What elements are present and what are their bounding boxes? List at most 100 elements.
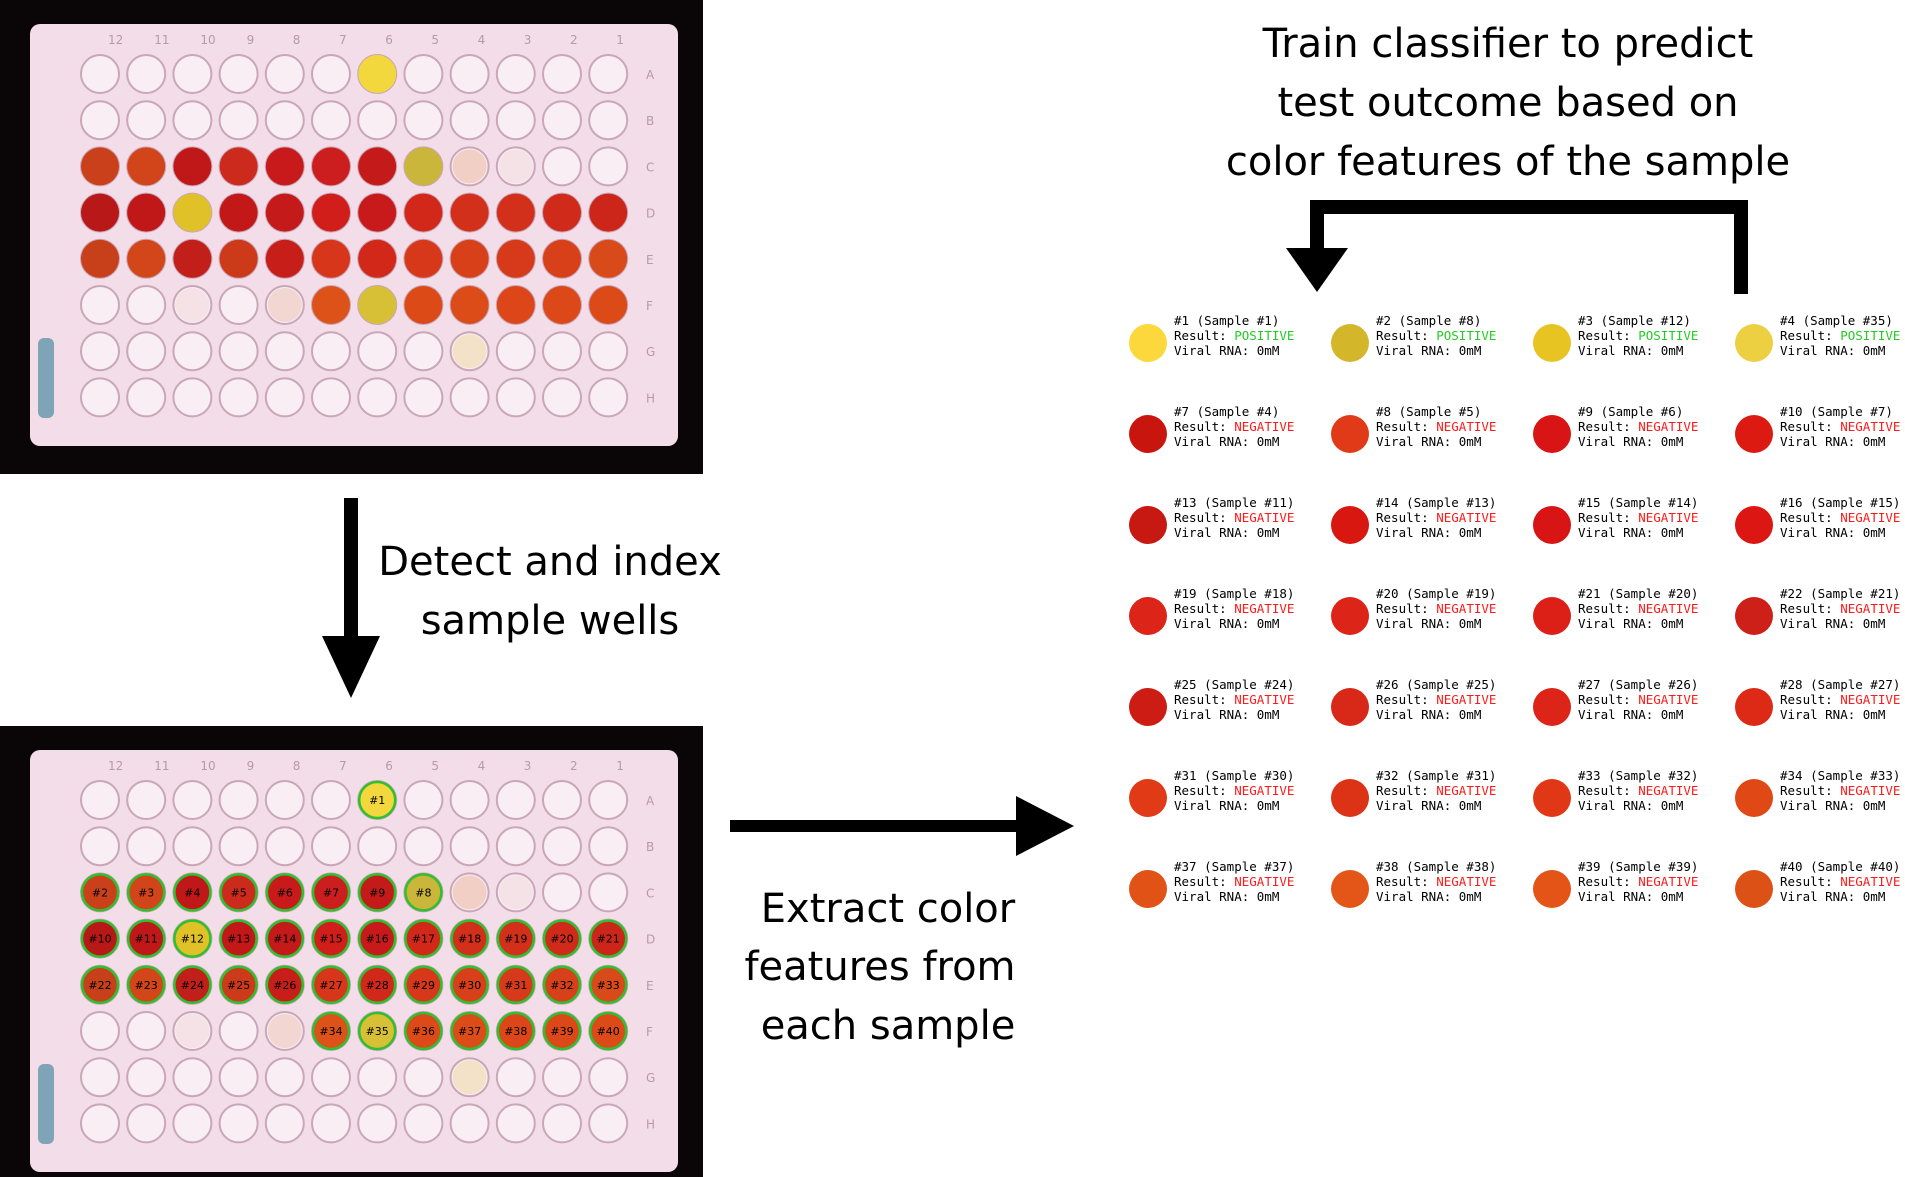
well-index-label: #30 bbox=[458, 979, 481, 992]
result-value: NEGATIVE bbox=[1638, 601, 1698, 616]
empty-well bbox=[495, 826, 536, 867]
empty-well bbox=[80, 826, 120, 867]
sample-well bbox=[358, 239, 397, 278]
well-index-label: #1 bbox=[369, 794, 385, 807]
result-value: POSITIVE bbox=[1840, 328, 1900, 343]
sample-well bbox=[358, 286, 397, 324]
detected-well-outline bbox=[311, 873, 351, 912]
detected-well-outline bbox=[496, 1011, 536, 1051]
detected-well-outline bbox=[357, 919, 397, 958]
result-prefix: Result: bbox=[1780, 510, 1840, 525]
result-value: NEGATIVE bbox=[1840, 601, 1900, 616]
sample-well bbox=[358, 1012, 397, 1050]
sample-color-swatch bbox=[1533, 870, 1571, 908]
sample-well bbox=[265, 147, 304, 186]
sample-well bbox=[589, 965, 628, 1004]
well-index-label: #14 bbox=[273, 933, 296, 946]
empty-well bbox=[357, 1103, 398, 1144]
sample-well bbox=[543, 286, 581, 324]
sample-id-label: #16 (Sample #15) bbox=[1780, 495, 1900, 510]
sample-color-swatch bbox=[1129, 597, 1167, 635]
well-index-label: #21 bbox=[597, 933, 620, 946]
result-prefix: Result: bbox=[1376, 328, 1436, 343]
empty-well bbox=[311, 377, 351, 418]
viral-rna-label: Viral RNA: 0mM bbox=[1376, 343, 1481, 358]
sample-well bbox=[404, 193, 443, 232]
empty-well bbox=[588, 1103, 629, 1144]
sample-well bbox=[358, 919, 397, 958]
sample-well bbox=[219, 919, 258, 958]
viral-rna-label: Viral RNA: 0mM bbox=[1376, 798, 1481, 813]
sample-well bbox=[265, 965, 304, 1004]
plate-column-number: 12 bbox=[108, 759, 123, 773]
detected-well-outline bbox=[588, 919, 628, 958]
result-line: Result: NEGATIVE bbox=[1578, 874, 1698, 889]
plate-column-number: 2 bbox=[570, 33, 578, 47]
plate-row-letter: A bbox=[646, 794, 655, 808]
well-index-label: #16 bbox=[366, 933, 389, 946]
empty-well bbox=[495, 1103, 536, 1144]
sample-well bbox=[81, 239, 119, 278]
result-prefix: Result: bbox=[1578, 783, 1638, 798]
train-arrow bbox=[1286, 200, 1748, 294]
well-index-label: #34 bbox=[319, 1025, 342, 1038]
empty-well bbox=[495, 377, 536, 418]
result-value: NEGATIVE bbox=[1436, 783, 1496, 798]
result-prefix: Result: bbox=[1376, 419, 1436, 434]
sample-well bbox=[589, 1012, 628, 1050]
viral-rna-label: Viral RNA: 0mM bbox=[1578, 798, 1683, 813]
sample-well bbox=[173, 873, 212, 912]
sample-well bbox=[312, 1012, 350, 1050]
empty-well bbox=[172, 331, 213, 372]
empty-well bbox=[264, 826, 305, 867]
result-prefix: Result: bbox=[1174, 601, 1234, 616]
plate-column-number: 4 bbox=[478, 759, 486, 773]
empty-well bbox=[588, 100, 629, 141]
empty-well bbox=[449, 54, 490, 94]
sample-well bbox=[543, 193, 581, 232]
plate-row-letter: E bbox=[646, 979, 654, 993]
empty-well bbox=[172, 1057, 213, 1098]
empty-well bbox=[357, 100, 398, 141]
empty-well bbox=[495, 331, 536, 372]
sample-id-label: #32 (Sample #31) bbox=[1376, 768, 1496, 783]
sample-well bbox=[496, 286, 535, 324]
empty-well bbox=[588, 377, 629, 418]
result-prefix: Result: bbox=[1174, 510, 1234, 525]
result-line: Result: NEGATIVE bbox=[1780, 419, 1900, 434]
sample-well bbox=[81, 873, 119, 912]
empty-well bbox=[80, 780, 120, 820]
sample-id-label: #25 (Sample #24) bbox=[1174, 677, 1294, 692]
empty-well bbox=[495, 1057, 536, 1098]
result-value: NEGATIVE bbox=[1840, 783, 1900, 798]
sample-color-swatch bbox=[1129, 324, 1167, 362]
result-line: Result: NEGATIVE bbox=[1376, 601, 1496, 616]
plate-column-number: 9 bbox=[247, 33, 255, 47]
empty-well bbox=[542, 826, 582, 867]
detected-well-outline bbox=[496, 919, 536, 958]
well-index-label: #22 bbox=[88, 979, 111, 992]
sample-id-label: #1 (Sample #1) bbox=[1174, 313, 1279, 328]
empty-well bbox=[357, 377, 398, 418]
result-prefix: Result: bbox=[1174, 419, 1234, 434]
detected-well-outline bbox=[173, 965, 212, 1005]
faint-well bbox=[452, 1060, 487, 1095]
sample-well bbox=[265, 239, 304, 278]
viral-rna-label: Viral RNA: 0mM bbox=[1174, 343, 1279, 358]
result-prefix: Result: bbox=[1174, 328, 1234, 343]
sample-id-label: #39 (Sample #39) bbox=[1578, 859, 1698, 874]
detected-well-outline bbox=[80, 873, 120, 912]
empty-well bbox=[126, 780, 167, 820]
result-value: NEGATIVE bbox=[1840, 692, 1900, 707]
sample-well bbox=[312, 873, 350, 912]
well-index-label: #15 bbox=[319, 933, 342, 946]
empty-well bbox=[126, 100, 167, 141]
